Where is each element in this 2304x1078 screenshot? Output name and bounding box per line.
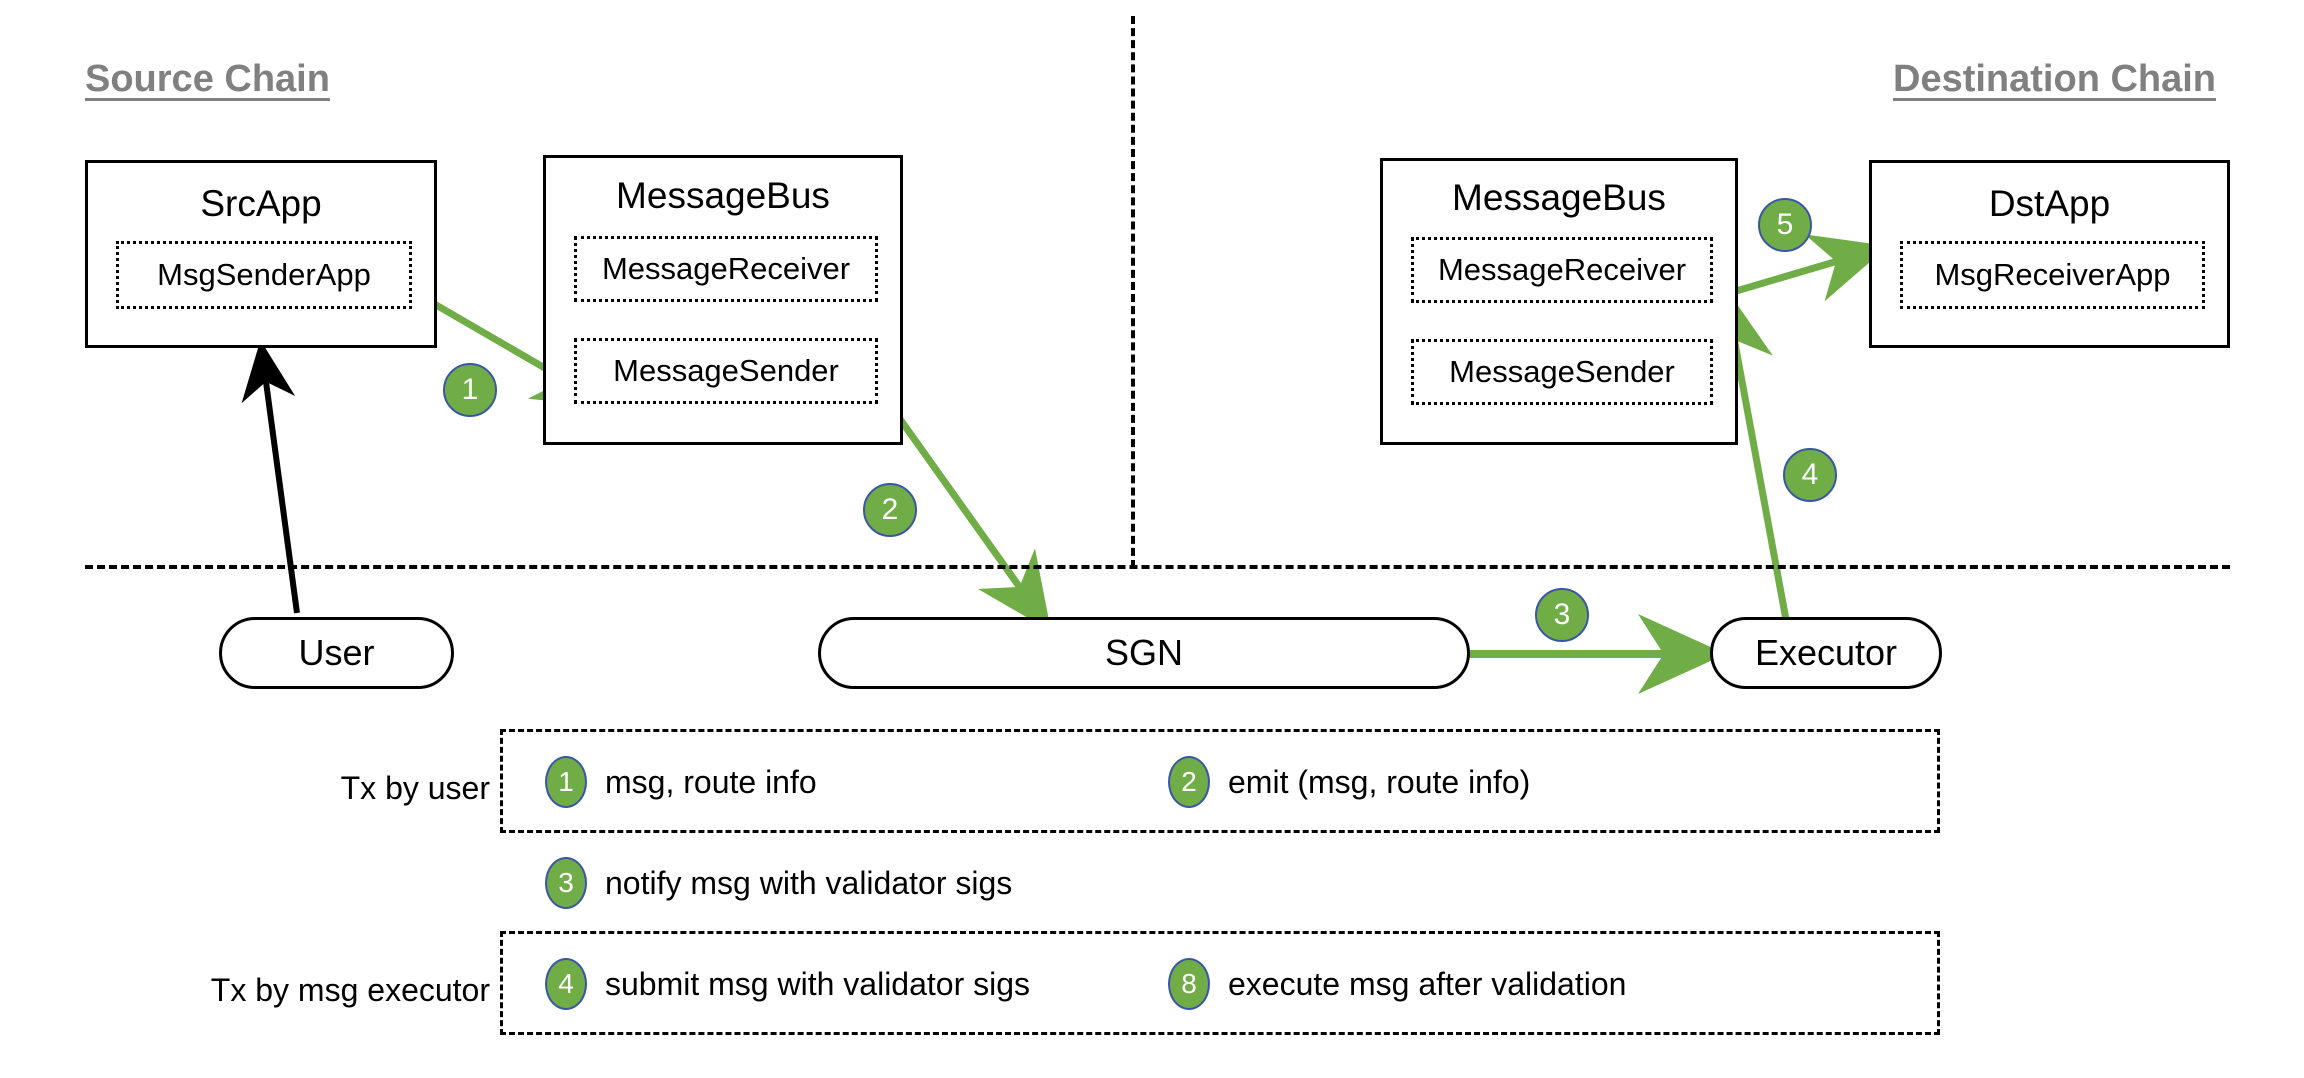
- msgreceiverapp-inner-box[interactable]: MsgReceiverApp: [1900, 241, 2205, 309]
- legend-item-8: 8 execute msg after validation: [1168, 958, 1626, 1010]
- srcapp-title: SrcApp: [200, 183, 322, 224]
- onchain-offchain-divider: [85, 565, 2230, 569]
- dst-messagereceiver-inner-box[interactable]: MessageReceiver: [1411, 237, 1713, 303]
- legend-frame-row1: [500, 729, 1940, 833]
- legend-text-8: execute msg after validation: [1228, 965, 1627, 1002]
- src-messagesender-inner-box[interactable]: MessageSender: [574, 338, 878, 404]
- legend-frame-row2: [500, 931, 1940, 1035]
- legend-item-3: 3 notify msg with validator sigs: [545, 857, 1012, 909]
- legend-item-1: 1 msg, route info: [545, 756, 817, 808]
- flow-badge-1: 1: [443, 363, 497, 417]
- dstapp-box[interactable]: DstApp MsgReceiverApp: [1869, 160, 2230, 348]
- legend-badge-3: 3: [545, 857, 587, 909]
- srcapp-box[interactable]: SrcApp MsgSenderApp: [85, 160, 437, 348]
- arrow-5-messagereceiver-to-msgreceiverapp: [1715, 234, 1889, 302]
- destination-chain-heading: Destination Chain: [1893, 58, 2217, 100]
- executor-pill[interactable]: Executor: [1710, 617, 1942, 689]
- legend-badge-4: 4: [545, 958, 587, 1010]
- dst-messagesender-inner-box[interactable]: MessageSender: [1411, 339, 1713, 405]
- dst-messagebus-box[interactable]: MessageBus MessageReceiver MessageSender: [1380, 158, 1738, 445]
- msgsenderapp-inner-box[interactable]: MsgSenderApp: [116, 241, 412, 309]
- source-chain-heading: Source Chain: [85, 58, 330, 100]
- src-messagebus-box[interactable]: MessageBus MessageReceiver MessageSender: [543, 155, 903, 445]
- src-messagereceiver-inner-box[interactable]: MessageReceiver: [574, 236, 878, 302]
- flow-badge-4: 4: [1783, 448, 1837, 502]
- legend-badge-2: 2: [1168, 756, 1210, 808]
- legend-item-4: 4 submit msg with validator sigs: [545, 958, 1030, 1010]
- legend-label-tx-by-msg-executor: Tx by msg executor: [210, 972, 490, 1008]
- legend-text-4: submit msg with validator sigs: [605, 965, 1031, 1002]
- arrow-user-to-srcapp: [241, 340, 300, 614]
- flow-badge-3: 3: [1535, 588, 1589, 642]
- legend-badge-8: 8: [1168, 958, 1210, 1010]
- src-messagebus-title: MessageBus: [616, 175, 830, 216]
- legend-badge-1: 1: [545, 756, 587, 808]
- legend-text-2: emit (msg, route info): [1228, 763, 1531, 800]
- sgn-pill[interactable]: SGN: [818, 617, 1470, 689]
- legend-item-2: 2 emit (msg, route info): [1168, 756, 1530, 808]
- flow-badge-2: 2: [863, 483, 917, 537]
- legend-text-3: notify msg with validator sigs: [605, 864, 1013, 901]
- dstapp-title: DstApp: [1988, 183, 2111, 224]
- chain-divider-vertical: [1131, 16, 1135, 568]
- user-pill[interactable]: User: [219, 617, 454, 689]
- dst-messagebus-title: MessageBus: [1452, 177, 1666, 218]
- legend-label-tx-by-user: Tx by user: [340, 770, 490, 806]
- legend-text-1: msg, route info: [605, 763, 817, 800]
- flow-badge-5: 5: [1758, 198, 1812, 252]
